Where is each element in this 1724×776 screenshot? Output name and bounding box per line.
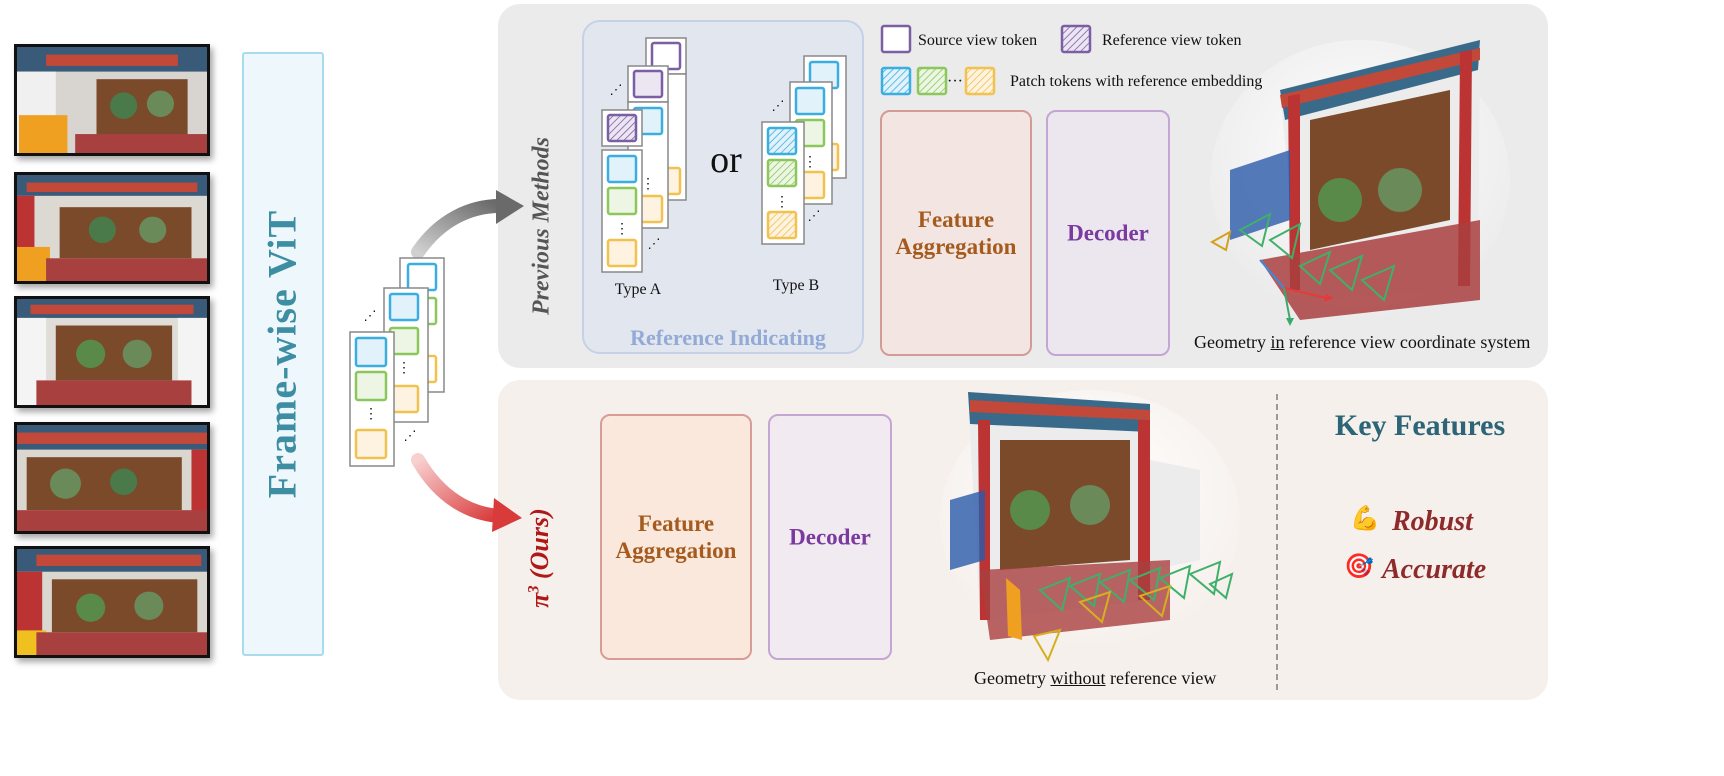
type-a-label: Type A <box>614 281 662 298</box>
feature-robust: Robust <box>1392 506 1473 537</box>
frame-wise-vit-block <box>242 52 324 656</box>
feature-aggregation-ours-label: Feature Aggregation <box>615 511 737 563</box>
bottom-caption-underline: without <box>1050 668 1106 688</box>
ours-label-rest: (Ours) <box>525 508 554 586</box>
legend-source-view-token: Source view token <box>918 32 1038 49</box>
ours-label-sup: 3 <box>525 585 543 594</box>
ours-label-pi: π <box>525 593 554 608</box>
bottom-caption: Geometry without reference view <box>974 668 1216 689</box>
feature-aggregation-ours: Feature Aggregation <box>600 414 752 660</box>
svg-text:⋮: ⋮ <box>364 407 378 422</box>
frame-wise-vit-label: Frame-wise ViT <box>259 209 305 499</box>
ours-label: π3 (Ours) <box>525 508 555 608</box>
decoder-ours-label: Decoder <box>789 524 871 550</box>
svg-text:⋮: ⋮ <box>397 361 411 376</box>
svg-text:⋰: ⋰ <box>364 308 377 323</box>
input-image-5 <box>14 546 210 658</box>
legend-reference-view-token: Reference view token <box>1102 32 1242 49</box>
key-features-title: Key Features <box>1334 409 1506 442</box>
bottom-caption-pre: Geometry <box>974 668 1051 688</box>
type-b-label: Type B <box>772 277 820 294</box>
target-icon: 🎯 <box>1344 554 1374 580</box>
input-token-stack: ⋮ ⋮ ⋰ ⋰ <box>349 257 445 467</box>
feature-aggregation-top: Feature Aggregation <box>880 110 1032 356</box>
decoder-ours: Decoder <box>768 414 892 660</box>
reference-indicating-label: Reference Indicating <box>630 325 826 350</box>
bottom-caption-post: reference view <box>1105 668 1217 688</box>
or-label: or <box>710 139 742 181</box>
input-image-1 <box>14 44 210 156</box>
top-caption-post: reference view coordinate system <box>1284 332 1531 352</box>
flexed-biceps-icon: 💪 <box>1350 506 1380 532</box>
input-image-3 <box>14 296 210 408</box>
svg-text:⋰: ⋰ <box>404 428 417 443</box>
top-caption-pre: Geometry <box>1194 332 1271 352</box>
key-features-divider <box>1276 394 1278 690</box>
top-caption-underline: in <box>1270 332 1285 352</box>
input-image-2 <box>14 172 210 284</box>
decoder-top-label: Decoder <box>1067 220 1149 246</box>
decoder-top: Decoder <box>1046 110 1170 356</box>
previous-methods-label: Previous Methods <box>528 136 555 316</box>
reference-indicating-box <box>582 20 864 354</box>
top-caption: Geometry in reference view coordinate sy… <box>1194 332 1530 353</box>
feature-accurate: Accurate <box>1382 554 1487 585</box>
feature-aggregation-top-label: Feature Aggregation <box>895 207 1017 259</box>
legend-patch-tokens: Patch tokens with reference embedding <box>1010 73 1263 90</box>
input-image-4 <box>14 422 210 534</box>
